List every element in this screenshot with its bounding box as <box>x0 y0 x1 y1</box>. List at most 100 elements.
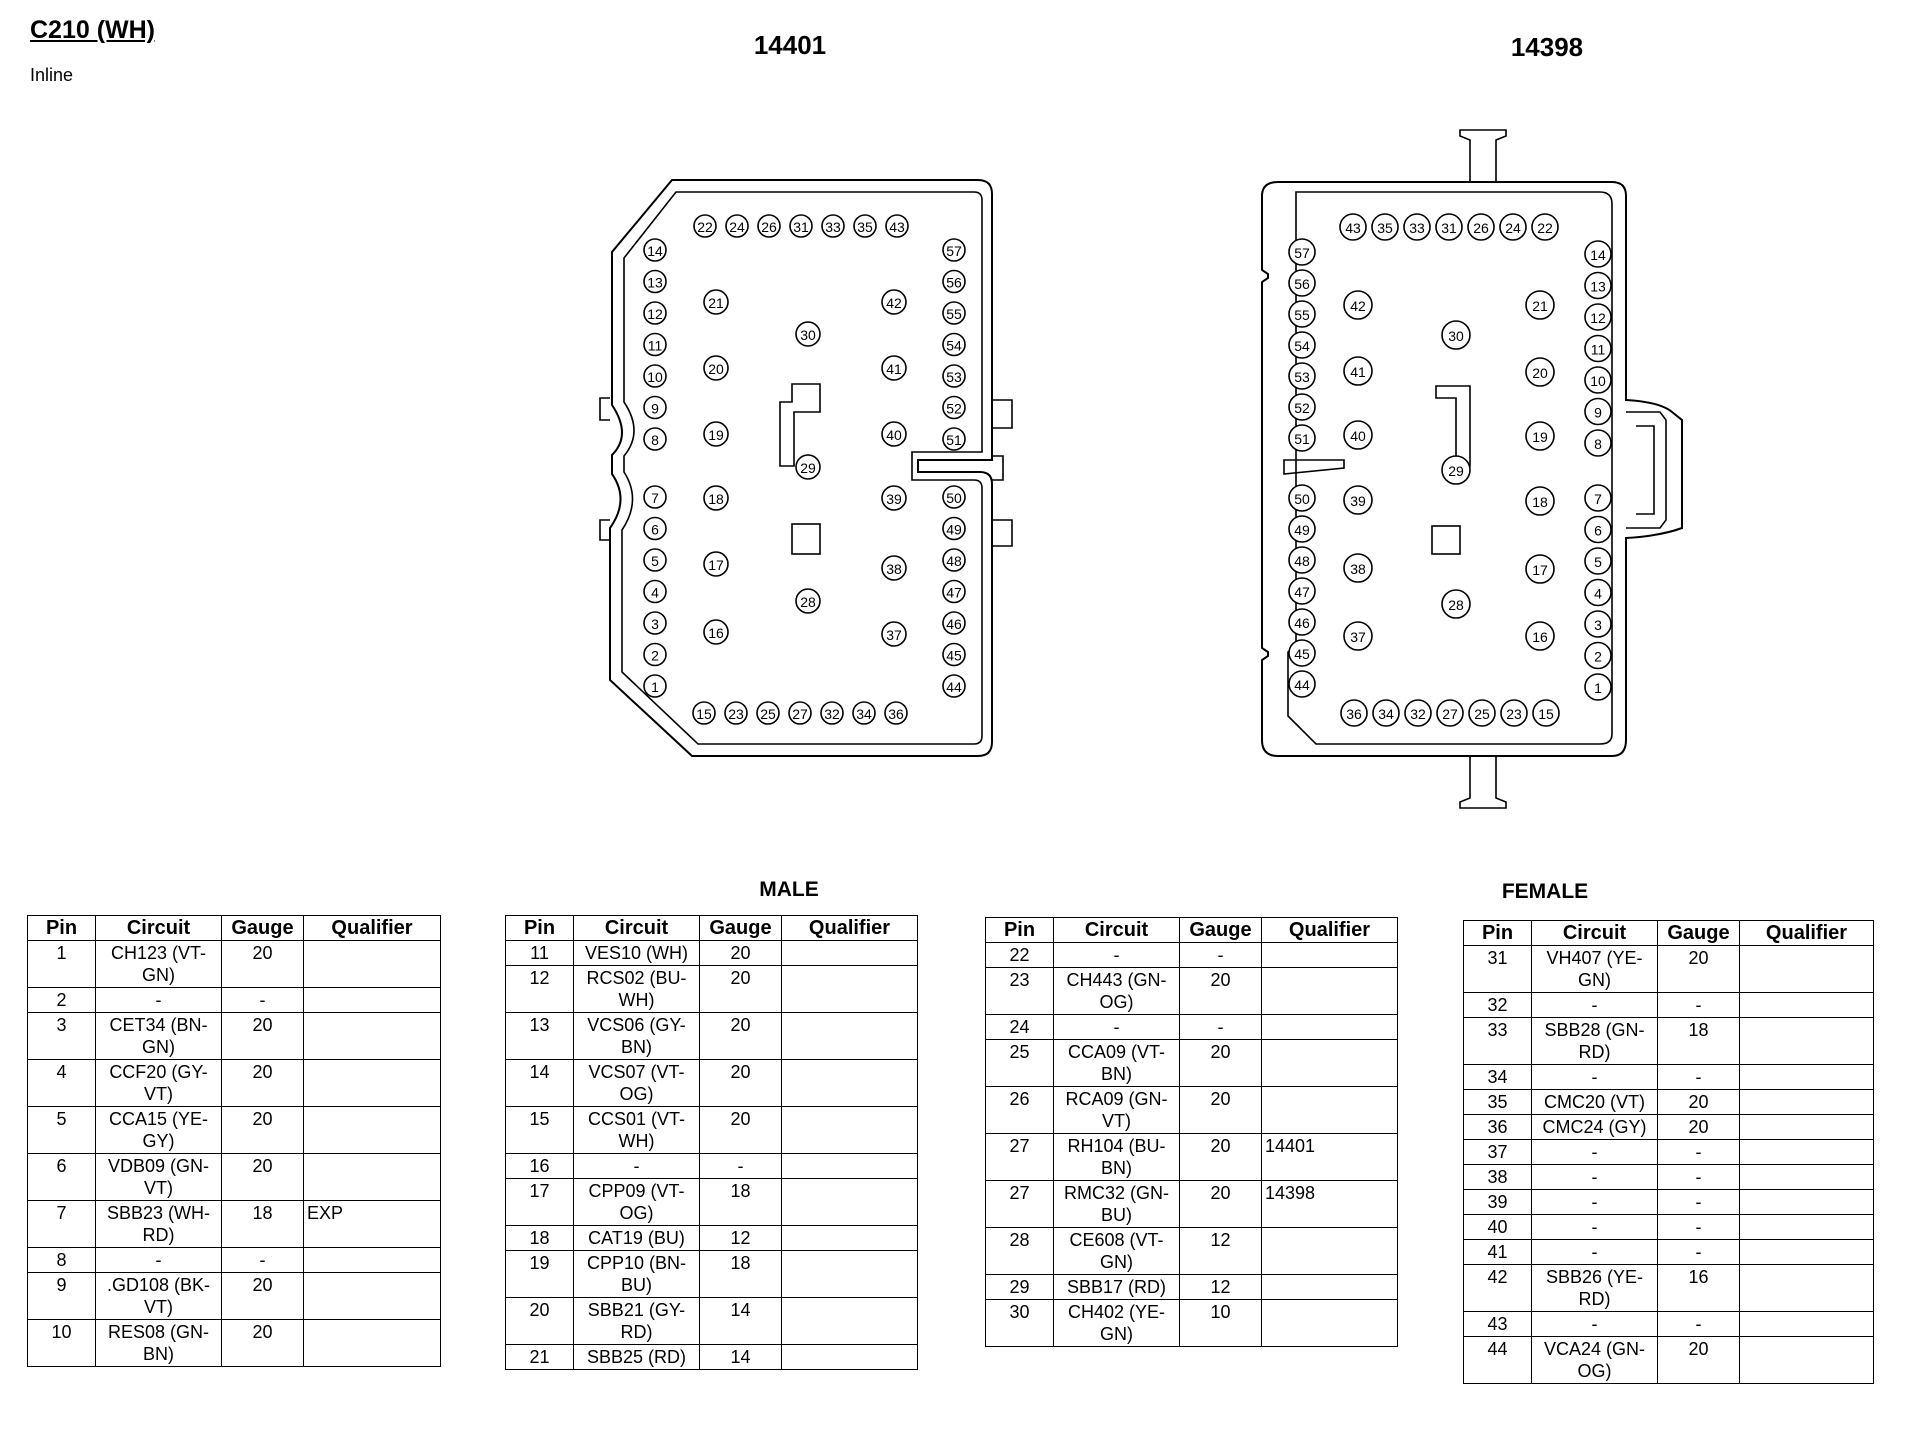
female-pin-46: 46 <box>1288 608 1316 636</box>
pin-cell: 23 <box>985 967 1054 1015</box>
female-pin-16: 16 <box>1525 621 1555 651</box>
svg-text:37: 37 <box>1350 629 1366 645</box>
male-pin-2: 2 <box>643 642 667 667</box>
circuit-cell: SBB17 (RD) <box>1053 1274 1180 1300</box>
table-row: 37-- <box>1463 1139 1874 1165</box>
circuit-cell: CH123 (VT-GN) <box>95 940 222 988</box>
svg-text:17: 17 <box>708 557 724 573</box>
circuit-cell: SBB26 (YE-RD) <box>1531 1264 1658 1312</box>
pin-cell: 22 <box>985 942 1054 968</box>
female-pin-52: 52 <box>1288 393 1316 421</box>
qualifier-cell <box>1261 1014 1398 1040</box>
col-circuit: Circuit <box>573 915 700 941</box>
qualifier-cell <box>781 1225 918 1251</box>
male-pin-26: 26 <box>757 214 781 238</box>
svg-text:18: 18 <box>1532 494 1548 510</box>
connector-subtitle: Inline <box>30 65 74 85</box>
pin-cell: 12 <box>505 965 574 1013</box>
svg-text:12: 12 <box>647 306 663 322</box>
female-pin-8: 8 <box>1584 429 1612 457</box>
svg-text:45: 45 <box>1294 646 1310 662</box>
gauge-cell: 20 <box>1179 1133 1262 1181</box>
male-pin-12: 12 <box>643 301 667 325</box>
male-pin-54: 54 <box>942 332 966 357</box>
svg-text:10: 10 <box>1590 373 1606 389</box>
male-pin-52: 52 <box>942 395 966 420</box>
female-pin-24: 24 <box>1499 213 1527 241</box>
circuit-cell: RCA09 (GN-VT) <box>1053 1086 1180 1134</box>
svg-text:10: 10 <box>647 369 663 385</box>
pin-cell: 11 <box>505 940 574 966</box>
male-pin-51: 51 <box>942 427 966 451</box>
svg-text:6: 6 <box>651 522 659 538</box>
circuit-cell: CCF20 (GY-VT) <box>95 1059 222 1107</box>
pin-cell: 28 <box>985 1227 1054 1275</box>
svg-text:53: 53 <box>946 369 962 385</box>
qualifier-cell <box>1739 1064 1874 1090</box>
table-row: 34-- <box>1463 1064 1874 1090</box>
gauge-cell: - <box>1657 1139 1740 1165</box>
gauge-cell: 20 <box>1657 1089 1740 1115</box>
female-pin-13: 13 <box>1584 271 1612 300</box>
gauge-cell: - <box>1179 1014 1262 1040</box>
svg-text:11: 11 <box>1591 342 1606 358</box>
female-pin-26: 26 <box>1467 213 1495 241</box>
pin-cell: 39 <box>1463 1189 1532 1215</box>
svg-text:8: 8 <box>651 432 659 448</box>
circuit-cell: CH443 (GN-OG) <box>1053 967 1180 1015</box>
male-pin-48: 48 <box>942 548 966 572</box>
circuit-cell: SBB23 (WH-RD) <box>95 1200 222 1248</box>
qualifier-cell <box>1739 1189 1874 1215</box>
male-pin-42: 42 <box>881 289 907 315</box>
svg-text:35: 35 <box>857 219 873 235</box>
qualifier-cell <box>1261 967 1398 1015</box>
svg-text:40: 40 <box>1350 428 1366 444</box>
circuit-cell: VDB09 (GN-VT) <box>95 1153 222 1201</box>
connector-title: C210 (WH) <box>30 16 156 44</box>
pin-cell: 44 <box>1463 1336 1532 1384</box>
svg-text:24: 24 <box>1505 220 1521 236</box>
svg-text:21: 21 <box>1532 298 1548 314</box>
svg-text:39: 39 <box>886 491 902 507</box>
svg-text:2: 2 <box>651 648 659 664</box>
circuit-cell: CMC24 (GY) <box>1531 1114 1658 1140</box>
female-pin-6: 6 <box>1584 515 1612 544</box>
male-pin-47: 47 <box>942 579 966 604</box>
female-pin-11: 11 <box>1584 334 1612 363</box>
svg-text:34: 34 <box>1378 706 1394 722</box>
gauge-cell: - <box>1657 1164 1740 1190</box>
svg-text:43: 43 <box>1345 220 1361 236</box>
circuit-cell: CH402 (YE-GN) <box>1053 1299 1180 1347</box>
circuit-cell: VCS07 (VT-OG) <box>573 1059 700 1107</box>
female-pin-27: 27 <box>1436 699 1464 727</box>
gauge-cell: 14 <box>699 1344 782 1370</box>
svg-text:19: 19 <box>708 427 724 443</box>
gauge-cell: - <box>221 1247 304 1273</box>
svg-text:16: 16 <box>1532 629 1548 645</box>
male-pin-19: 19 <box>703 421 729 447</box>
qualifier-cell <box>1261 1227 1398 1275</box>
table-row: 38-- <box>1463 1164 1874 1190</box>
col-qualifier: Qualifier <box>1739 920 1874 946</box>
qualifier-cell <box>1739 992 1874 1018</box>
pin-cell: 35 <box>1463 1089 1532 1115</box>
col-qualifier: Qualifier <box>781 915 918 941</box>
female-pin-41: 41 <box>1343 356 1373 386</box>
circuit-cell: SBB28 (GN-RD) <box>1531 1017 1658 1065</box>
male-pin-57: 57 <box>942 238 966 262</box>
male-pin-38: 38 <box>881 555 907 581</box>
svg-text:17: 17 <box>1532 562 1548 578</box>
female-pin-35: 35 <box>1371 213 1399 241</box>
svg-text:39: 39 <box>1350 493 1366 509</box>
male-pin-43: 43 <box>885 214 909 238</box>
circuit-cell: .GD108 (BK-VT) <box>95 1272 222 1320</box>
